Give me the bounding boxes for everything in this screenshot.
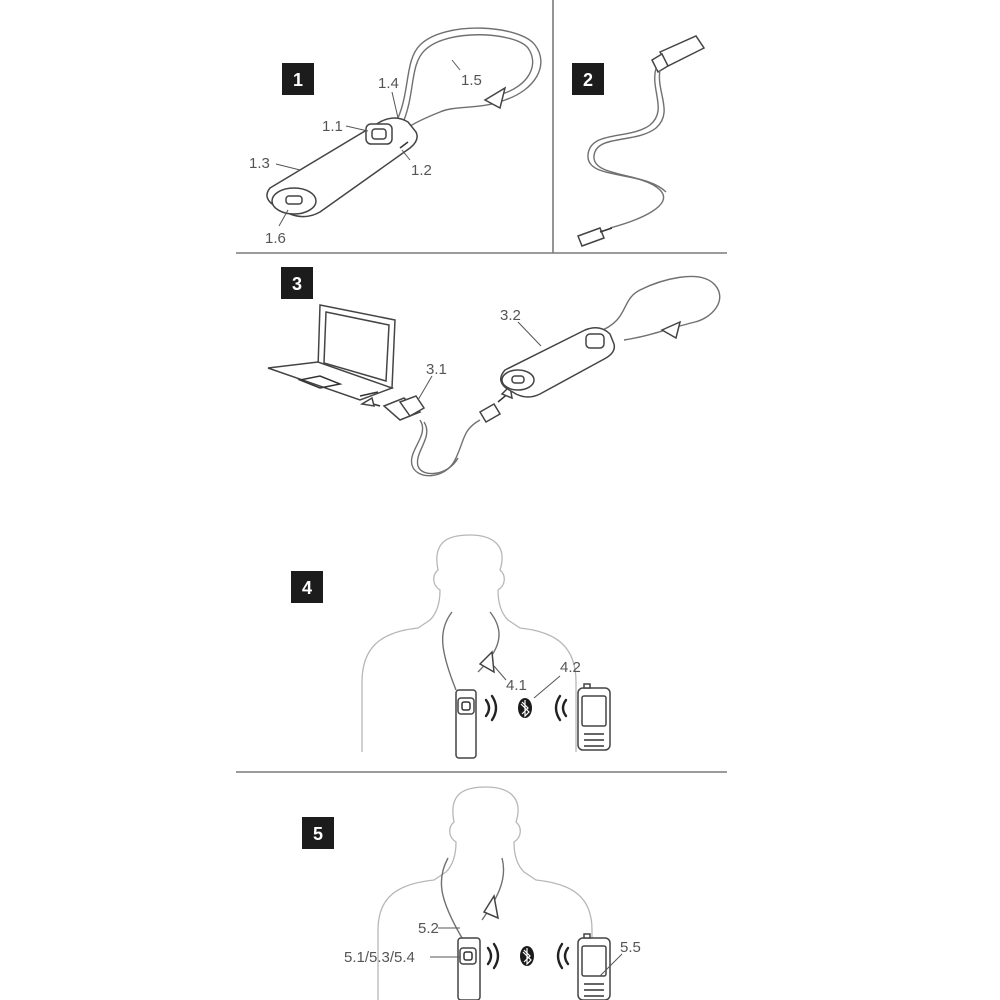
label-1-5: 1.5 xyxy=(461,72,482,89)
label-3-1: 3.1 xyxy=(426,361,447,378)
mobile-phone-icon xyxy=(578,934,610,1000)
laptop-icon xyxy=(268,305,395,400)
label-3-2: 3.2 xyxy=(500,307,521,324)
svg-text:5: 5 xyxy=(313,824,323,844)
svg-text:2: 2 xyxy=(583,70,593,90)
step-badge-3: 3 xyxy=(281,267,313,299)
label-4-2: 4.2 xyxy=(560,659,581,676)
label-5-1-5-3-5-4: 5.1/5.3/5.4 xyxy=(344,949,415,966)
person-silhouette xyxy=(378,787,592,1000)
label-1-4: 1.4 xyxy=(378,75,399,92)
svg-text:4: 4 xyxy=(302,578,312,598)
label-1-6: 1.6 xyxy=(265,230,286,247)
mobile-phone-icon xyxy=(578,684,610,750)
neckloop-device-icon xyxy=(501,276,720,397)
step-badge-2: 2 xyxy=(572,63,604,95)
label-4-1: 4.1 xyxy=(506,677,527,694)
step-badge-4: 4 xyxy=(291,571,323,603)
svg-text:3: 3 xyxy=(292,274,302,294)
label-1-3: 1.3 xyxy=(249,155,270,172)
step-badge-5: 5 xyxy=(302,817,334,849)
neckloop-device-icon xyxy=(267,28,541,216)
bluetooth-icon xyxy=(520,946,534,966)
usb-cable-icon xyxy=(384,396,500,476)
bluetooth-icon xyxy=(518,698,532,718)
svg-text:1: 1 xyxy=(293,70,303,90)
step-badge-1: 1 xyxy=(282,63,314,95)
label-5-2: 5.2 xyxy=(418,920,439,937)
label-1-2: 1.2 xyxy=(411,162,432,179)
label-1-1: 1.1 xyxy=(322,118,343,135)
label-5-5: 5.5 xyxy=(620,939,641,956)
